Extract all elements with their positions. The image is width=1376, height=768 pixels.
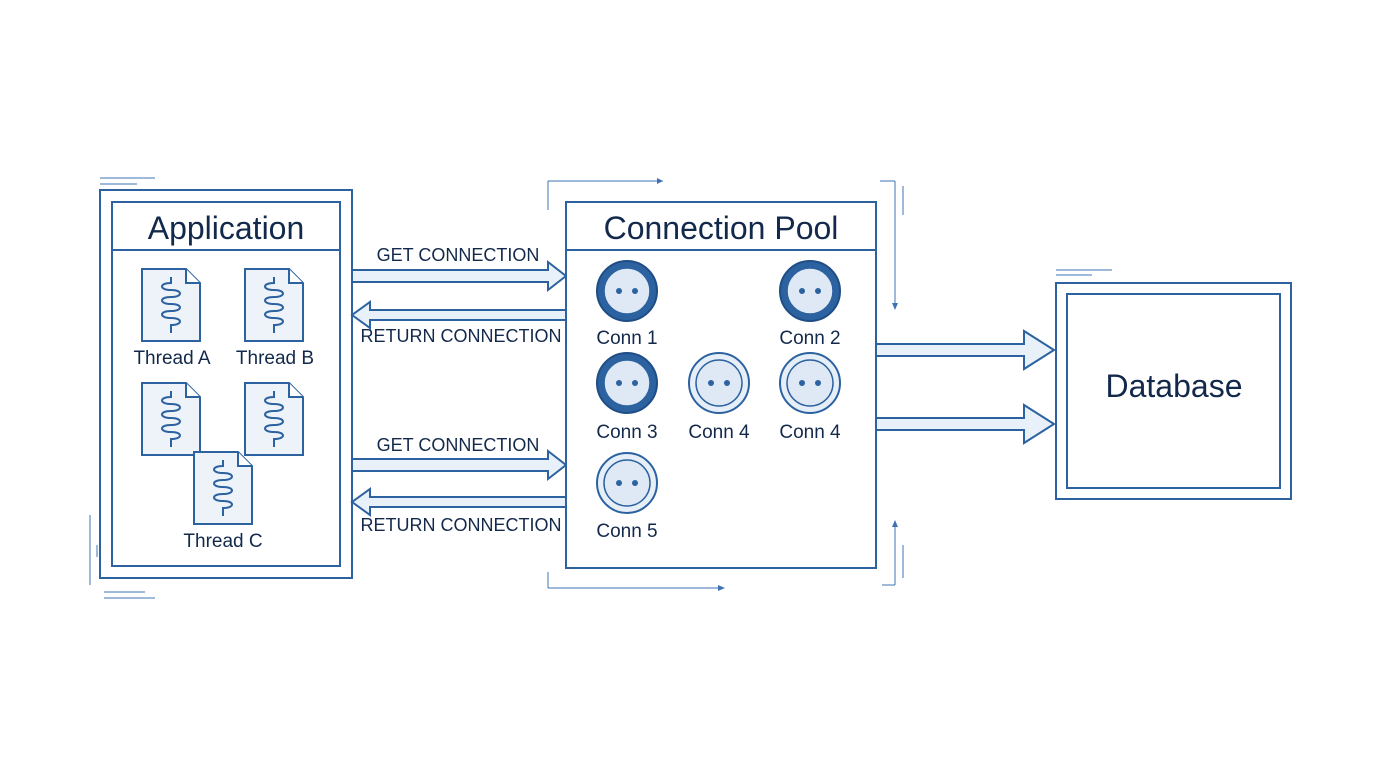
database-title: Database bbox=[1106, 368, 1243, 404]
connection-pool-box: Connection Pool Conn 1 Conn 2 Conn 3 Con… bbox=[565, 201, 877, 569]
connection-5: Conn 5 bbox=[596, 452, 658, 542]
thread-label: Thread C bbox=[183, 531, 262, 552]
thread-icon bbox=[244, 268, 304, 342]
arrow-pool-to-database-bottom bbox=[875, 403, 1056, 445]
arrow-get-connection-bottom: GET CONNECTION bbox=[351, 435, 568, 482]
connection-icon bbox=[779, 352, 841, 414]
connection-label: Conn 3 bbox=[596, 422, 657, 443]
thread-icon bbox=[193, 451, 253, 525]
connection-icon bbox=[688, 352, 750, 414]
arrow-label: RETURN CONNECTION bbox=[361, 515, 562, 535]
database-box: Database bbox=[1055, 282, 1292, 500]
thread-b: Thread B bbox=[236, 268, 314, 369]
arrow-label: GET CONNECTION bbox=[377, 435, 540, 455]
arrow-get-connection-top: GET CONNECTION bbox=[351, 245, 568, 293]
application-box: Application Thread A Thread B Thread C bbox=[99, 189, 353, 579]
connection-label: Conn 2 bbox=[779, 328, 840, 349]
arrow-label: GET CONNECTION bbox=[377, 245, 540, 265]
thread-icon bbox=[141, 268, 201, 342]
connection-3: Conn 3 bbox=[596, 352, 658, 443]
connection-4a: Conn 4 bbox=[688, 352, 750, 443]
connection-label: Conn 4 bbox=[779, 422, 841, 443]
connection-icon bbox=[596, 452, 658, 514]
arrow-pool-to-database-top bbox=[875, 329, 1056, 371]
thread-unlabeled-2 bbox=[244, 382, 304, 456]
connection-icon bbox=[779, 260, 841, 322]
connection-2: Conn 2 bbox=[779, 260, 841, 349]
thread-label: Thread A bbox=[133, 348, 210, 369]
application-title: Application bbox=[148, 210, 305, 246]
thread-icon bbox=[244, 382, 304, 456]
thread-a: Thread A bbox=[133, 268, 211, 369]
connection-label: Conn 1 bbox=[596, 328, 657, 349]
thread-c: Thread C bbox=[183, 451, 263, 552]
connection-icon bbox=[596, 260, 658, 322]
connection-label: Conn 4 bbox=[688, 422, 750, 443]
connection-1: Conn 1 bbox=[596, 260, 658, 349]
connection-4b: Conn 4 bbox=[779, 352, 841, 443]
arrow-label: RETURN CONNECTION bbox=[361, 326, 562, 346]
thread-unlabeled-1 bbox=[141, 382, 201, 456]
connection-label: Conn 5 bbox=[596, 521, 657, 542]
arrow-return-connection-top: RETURN CONNECTION bbox=[350, 300, 567, 346]
connection-pool-title: Connection Pool bbox=[604, 210, 839, 246]
thread-label: Thread B bbox=[236, 348, 314, 369]
annotation-marks bbox=[89, 177, 1112, 599]
connection-icon bbox=[596, 352, 658, 414]
arrow-return-connection-bottom: RETURN CONNECTION bbox=[350, 487, 567, 535]
thread-icon bbox=[141, 382, 201, 456]
